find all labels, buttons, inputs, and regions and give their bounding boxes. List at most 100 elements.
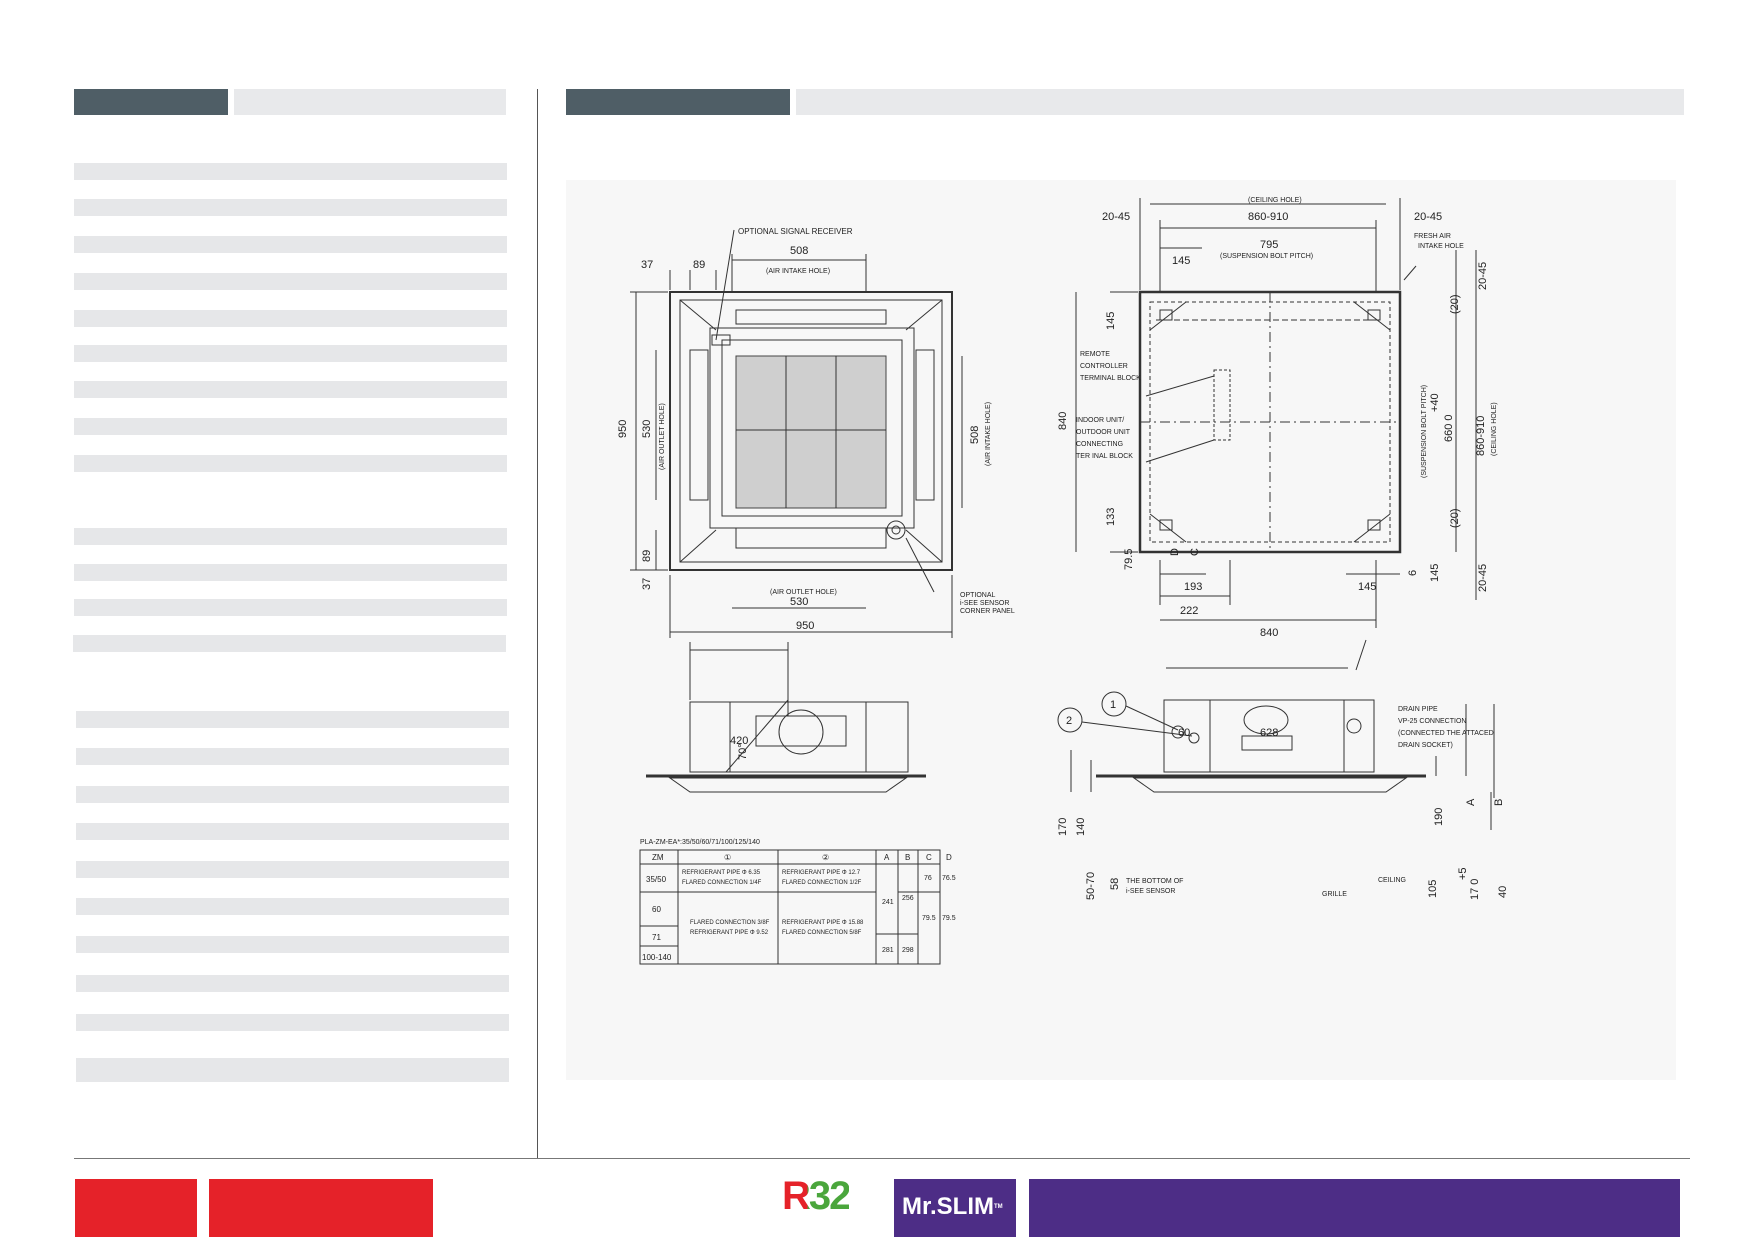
air-intake-hole-top: (AIR INTAKE HOLE) — [766, 268, 830, 275]
dim-145-left: 145 — [1105, 312, 1117, 330]
text-line-placeholder — [76, 748, 509, 765]
pipe-table-grid — [639, 849, 941, 965]
dim-222: 222 — [1180, 605, 1198, 617]
text-line-placeholder — [76, 861, 509, 878]
label-c: C — [1189, 548, 1201, 556]
text-line-placeholder — [74, 236, 507, 253]
text-line-placeholder — [76, 936, 509, 953]
text-line-placeholder — [74, 273, 507, 290]
suspension-bolt-pitch-top: (SUSPENSION BOLT PITCH) — [1220, 253, 1313, 260]
indoor-line2: OUTDOOR UNIT — [1076, 429, 1131, 436]
optional-sensor-line2: i-SEE SENSOR — [960, 600, 1009, 607]
drain-line2: VP-25 CONNECTION — [1398, 718, 1466, 725]
dim-50-70: 50-70 — [1085, 872, 1097, 900]
dim-530-left: 530 — [641, 420, 653, 438]
table-pipe2-large-l2: FLARED CONNECTION 5/8F — [782, 930, 862, 936]
text-line-placeholder — [76, 1058, 509, 1082]
dim-60: 60 — [1178, 727, 1190, 739]
dim-508-top: 508 — [790, 245, 808, 257]
table-model-60: 60 — [652, 905, 661, 914]
footer-red-block-small — [75, 1179, 197, 1237]
dim-190: 190 — [1433, 808, 1445, 826]
callout-2: 2 — [1066, 715, 1072, 727]
table-pipe1-small-l2: FLARED CONNECTION 1/4F — [682, 880, 762, 886]
remote-line2: CONTROLLER — [1080, 363, 1128, 370]
table-b-256: 256 — [902, 895, 914, 902]
text-line-placeholder — [76, 1014, 509, 1031]
text-line-placeholder — [74, 418, 507, 435]
label-d: D — [1169, 548, 1181, 556]
label-a: A — [1465, 798, 1477, 806]
dim-170: 170 — [1057, 818, 1069, 836]
dim-193: 193 — [1184, 581, 1202, 593]
dim-20-45-right-bottom: 20-45 — [1477, 564, 1489, 592]
dim-840-bottom: 840 — [1260, 627, 1278, 639]
angle-70: 70° — [737, 743, 749, 760]
table-a-281: 281 — [882, 947, 894, 954]
technical-drawing: OPTIONAL SIGNAL RECEIVER 37 89 508 (AIR … — [566, 180, 1676, 1080]
suspension-bolt-pitch-right: (SUSPENSION BOLT PITCH) — [1421, 385, 1428, 478]
left-section-header-bar — [234, 89, 506, 115]
r32-logo: R32 — [782, 1176, 874, 1216]
dim-plus5: +5 — [1457, 867, 1469, 880]
dim-508-right: 508 — [969, 426, 981, 444]
table-header-d: D — [946, 853, 952, 862]
ceiling-hole-top: (CEILING HOLE) — [1248, 197, 1302, 204]
table-model-71: 71 — [652, 933, 661, 942]
dim-795: 795 — [1260, 239, 1278, 251]
table-header-1: ① — [724, 853, 731, 862]
dim-140: 140 — [1075, 818, 1087, 836]
dim-950-left: 950 — [617, 420, 629, 438]
label-b: B — [1493, 799, 1505, 806]
table-d-76-5: 76.5 — [942, 875, 956, 882]
text-line-placeholder — [76, 711, 509, 728]
table-pipe2-small-l2: FLARED CONNECTION 1/2F — [782, 880, 862, 886]
dim-89-bottom: 89 — [641, 550, 653, 562]
text-line-placeholder — [74, 599, 507, 616]
table-b-298: 298 — [902, 947, 914, 954]
table-a-241: 241 — [882, 899, 894, 906]
ceiling-hole-right: (CEILING HOLE) — [1491, 402, 1498, 456]
table-header-c: C — [926, 853, 932, 862]
side-view-left — [646, 642, 926, 793]
text-line-placeholder — [73, 635, 506, 652]
air-outlet-hole-bottom: (AIR OUTLET HOLE) — [770, 589, 837, 596]
table-pipe2-small-l1: REFRIGERANT PIPE Φ 12.7 — [782, 870, 861, 876]
technical-drawing-svg: OPTIONAL SIGNAL RECEIVER 37 89 508 (AIR … — [617, 197, 1509, 965]
dim-105: 105 — [1427, 880, 1439, 898]
dim-37-top: 37 — [641, 259, 653, 271]
remote-line1: REMOTE — [1080, 351, 1110, 358]
dim-plus40: +40 — [1429, 393, 1441, 412]
ceiling-view — [1075, 198, 1477, 628]
mrslim-logo: Mr.SLIMTM — [902, 1193, 1003, 1221]
right-section-header-tab — [566, 89, 790, 115]
callout-1: 1 — [1110, 699, 1116, 711]
text-line-placeholder — [74, 528, 507, 545]
table-caption: PLA-ZM-EA*:35/50/60/71/100/125/140 — [640, 839, 760, 846]
side-view-right — [1057, 639, 1495, 830]
text-line-placeholder — [74, 310, 507, 327]
table-pipe1-large-l2: REFRIGERANT PIPE Φ 9.52 — [690, 930, 769, 936]
drain-line3: (CONNECTED THE ATTACED — [1398, 730, 1494, 737]
dim-133: 133 — [1105, 508, 1117, 526]
table-pipe1-large-l1: FLARED CONNECTION 3/8F — [690, 920, 770, 926]
dim-860-910-right: 860-910 — [1475, 416, 1487, 456]
dim-37-bottom: 37 — [641, 578, 653, 590]
text-line-placeholder — [74, 564, 507, 581]
dim-79-5: 79.5 — [1123, 549, 1135, 570]
text-line-placeholder — [76, 823, 509, 840]
table-pipe1-small-l1: REFRIGERANT PIPE Φ 6.35 — [682, 870, 761, 876]
dim-89-top: 89 — [693, 259, 705, 271]
table-d-79-5: 79.5 — [942, 915, 956, 922]
text-line-placeholder — [76, 975, 509, 992]
grille-label: GRILLE — [1322, 891, 1347, 898]
dim-628: 628 — [1260, 727, 1278, 739]
table-pipe2-large-l1: REFRIGERANT PIPE Φ 15.88 — [782, 920, 864, 926]
indoor-line4: TER INAL BLOCK — [1076, 453, 1133, 460]
table-header-b: B — [905, 853, 910, 862]
mrslim-logo-box — [894, 1179, 1016, 1237]
dim-58: 58 — [1109, 878, 1121, 890]
dim-660-0: 660 0 — [1443, 414, 1455, 442]
dim-20-bottom-right: (20) — [1449, 508, 1461, 528]
dim-6: 6 — [1407, 570, 1419, 576]
